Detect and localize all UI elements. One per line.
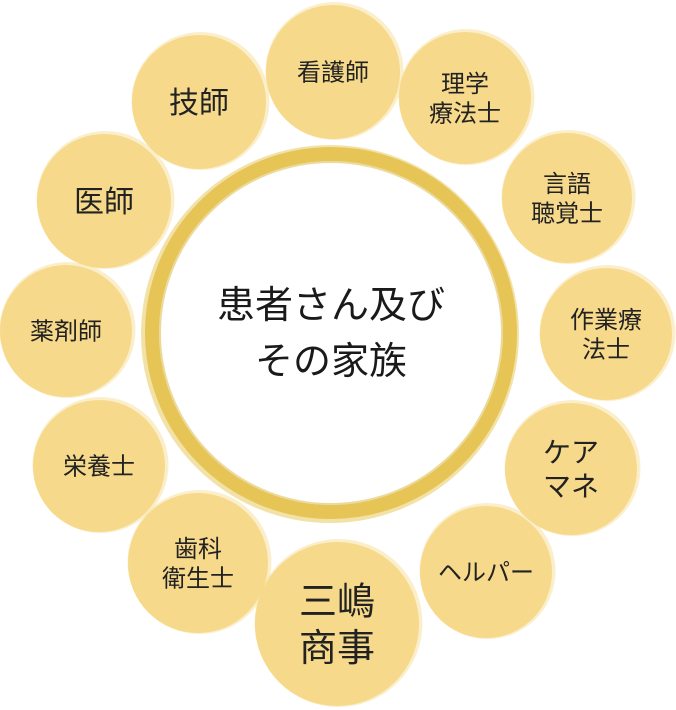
center-label-line-1: 患者さん及び (217, 283, 445, 327)
center-node: 患者さん及び その家族 (141, 145, 519, 523)
node-circle (540, 268, 672, 400)
node-circle (266, 5, 400, 139)
center-ring (145, 147, 517, 519)
node-label-line: 栄養士 (63, 453, 135, 481)
node-circle (37, 134, 171, 268)
node-label-line: 理学 (441, 70, 489, 98)
node-circle (128, 493, 268, 633)
node-circle (420, 506, 552, 638)
node-circle (502, 133, 632, 263)
node-helper: ヘルパー (419, 503, 556, 639)
node-label-line: 衛生士 (162, 564, 234, 592)
node-label-line: 療法士 (429, 99, 501, 127)
node-circle (33, 400, 165, 532)
node-label-line: ケア (543, 436, 599, 469)
node-label-line: 法士 (582, 335, 630, 363)
node-doctor: 医師 (36, 131, 175, 269)
node-label-line: 看護師 (297, 59, 369, 87)
node-pharmacist: 薬剤師 (0, 262, 136, 398)
node-label-line: 薬剤師 (30, 318, 102, 346)
node-label-line: 言語 (543, 170, 591, 198)
node-label-line: 聴覚士 (531, 199, 603, 227)
node-circle (399, 32, 531, 164)
node-circle (132, 35, 266, 169)
node-label-line: 三嶋 (299, 580, 375, 624)
center-ring-inner (159, 161, 503, 505)
node-circle (0, 265, 132, 397)
node-label-line: 歯科 (174, 535, 222, 563)
node-label-line: 作業療 (570, 306, 642, 334)
node-label-line: 技師 (169, 86, 229, 121)
node-nurse: 看護師 (265, 2, 404, 140)
node-label-line: 医師 (74, 185, 134, 220)
node-label-line: ヘルパー (438, 559, 534, 587)
node-technician: 技師 (131, 32, 270, 170)
center-label-line-2: その家族 (255, 339, 407, 383)
node-label-line: 商事 (299, 626, 375, 670)
node-dietitian: 栄養士 (32, 397, 169, 533)
node-circle (255, 542, 419, 706)
node-circle (505, 403, 637, 535)
node-label-line: マネ (543, 470, 599, 503)
